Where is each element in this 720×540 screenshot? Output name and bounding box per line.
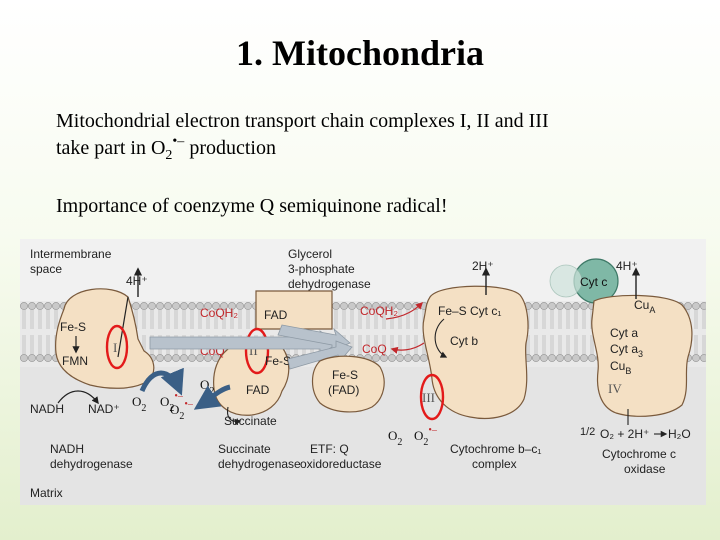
label-matrix: Matrix xyxy=(30,486,63,500)
complex-ii-fad: FAD xyxy=(246,383,270,397)
complex-ii-name-2: dehydrogenase xyxy=(218,457,301,471)
coq-right: CoQ xyxy=(362,342,387,356)
complex-iii-roman: III xyxy=(422,390,435,405)
complex-iv-reaction-half: 1/2 xyxy=(580,426,595,438)
complex-iii-fes-cytc1: Fe–S Cyt c₁ xyxy=(438,304,501,318)
etc-diagram: Intermembrane space Matrix Fe-S FMN 4H⁺ … xyxy=(20,239,706,505)
complex-iv-name-1: Cytochrome c xyxy=(602,447,676,461)
slide-title: 1. Mitochondria xyxy=(0,32,720,74)
complex-i-fes: Fe-S xyxy=(60,320,86,334)
complex-i-name-2: dehydrogenase xyxy=(50,457,133,471)
complex-ii-name-1: Succinate xyxy=(218,442,271,456)
line2-suffix: production xyxy=(184,137,276,159)
complex-iii-cytb: Cyt b xyxy=(450,334,478,348)
glycerol-label-2: 3-phosphate xyxy=(288,262,355,276)
complex-i-roman: I xyxy=(113,340,117,355)
label-nadh: NADH xyxy=(30,402,64,416)
complex-iv-roman: IV xyxy=(608,381,622,396)
glycerol-fad: FAD xyxy=(264,308,288,322)
paragraph-etc-complexes: Mitochondrial electron transport chain c… xyxy=(56,108,676,164)
complex-iii-name-2: complex xyxy=(472,457,517,471)
etf-fes: Fe-S xyxy=(332,368,358,382)
coqh2-right: CoQH₂ xyxy=(360,304,398,318)
complex-iv-name-2: oxidase xyxy=(624,462,666,476)
label-intermembrane-2: space xyxy=(30,262,62,276)
complex-iv-water: H₂O xyxy=(668,427,691,441)
glycerol-label-3: dehydrogenase xyxy=(288,277,371,291)
coqh2-left: CoQH₂ xyxy=(200,306,238,320)
complex-i-fmn: FMN xyxy=(62,354,88,368)
paragraph-semiquinone: Importance of coenzyme Q semiquinone rad… xyxy=(56,193,448,220)
paragraph-line-1: Mitochondrial electron transport chain c… xyxy=(56,108,676,135)
complex-i-name-1: NADH xyxy=(50,442,84,456)
etf-name-1: ETF: Q xyxy=(310,442,349,456)
line2-superscript: •– xyxy=(172,134,184,149)
glycerol-label-1: Glycerol xyxy=(288,247,332,261)
line2-subscript: 2 xyxy=(165,148,172,163)
cytochrome-c-label: Cyt c xyxy=(580,275,607,289)
complex-iv-reaction-o2: O₂ + 2H⁺ xyxy=(600,427,649,441)
etf-name-2: oxidoreductase xyxy=(300,457,382,471)
paragraph-line-2: take part in O2•– production xyxy=(56,135,676,164)
complex-ii-fes: Fe-S xyxy=(265,354,291,368)
line2-prefix: take part in O xyxy=(56,137,165,159)
label-intermembrane-1: Intermembrane xyxy=(30,247,112,261)
complex-i-protons: 4H⁺ xyxy=(126,274,148,288)
complex-iii-protons: 2H⁺ xyxy=(472,259,494,273)
complex-iii-name-1: Cytochrome b–c₁ xyxy=(450,442,541,456)
complex-iv-cyta: Cyt a xyxy=(610,326,638,340)
label-nad: NAD⁺ xyxy=(88,402,120,416)
etf-fad: (FAD) xyxy=(328,383,359,397)
cytochrome-c-shadow xyxy=(550,265,582,297)
complex-iv-protons: 4H⁺ xyxy=(616,259,638,273)
etc-diagram-svg: Intermembrane space Matrix Fe-S FMN 4H⁺ … xyxy=(20,239,706,505)
